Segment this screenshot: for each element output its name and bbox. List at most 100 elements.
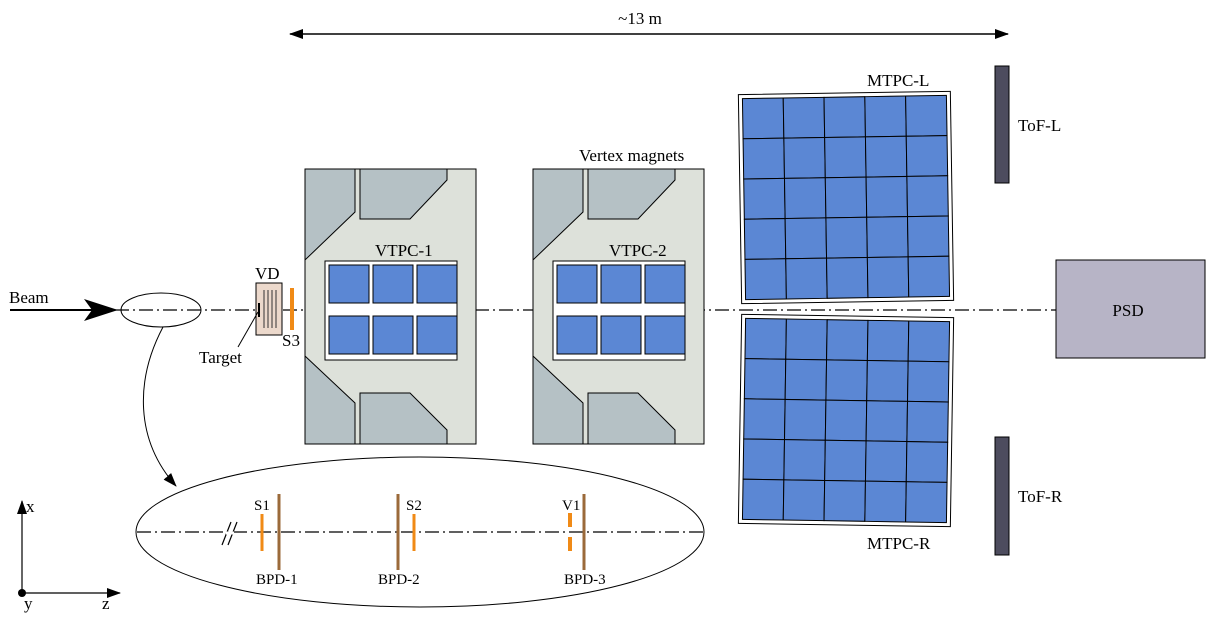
mtpc-r-cell bbox=[783, 398, 827, 441]
mtpc-l-cell bbox=[744, 258, 787, 301]
mtpc-l-cell bbox=[824, 176, 868, 219]
mtpc-l-cell bbox=[905, 94, 948, 137]
mtpc-r-cell bbox=[826, 319, 869, 362]
tof-r-label: ToF-R bbox=[1018, 487, 1063, 506]
tof-l-wall bbox=[994, 65, 1010, 184]
mtpc-r-cell bbox=[906, 400, 949, 443]
vtpc2-label: VTPC-2 bbox=[609, 241, 667, 260]
vtpc2-cell bbox=[600, 264, 642, 304]
vd-label: VD bbox=[255, 264, 280, 283]
vtpc1-cell bbox=[372, 264, 414, 304]
mtpc-l-cell bbox=[785, 257, 828, 300]
mtpc-l-cell bbox=[906, 215, 950, 258]
mtpc-l-label: MTPC-L bbox=[867, 71, 929, 90]
mtpc-r-cell bbox=[785, 318, 828, 361]
s2-label: S2 bbox=[406, 498, 422, 514]
bpd2-label: BPD-2 bbox=[378, 572, 420, 588]
mtpc-l bbox=[737, 90, 955, 305]
target: Target bbox=[199, 311, 259, 367]
vtpc1-cell bbox=[416, 315, 458, 355]
mtpc-r-cell bbox=[741, 478, 785, 521]
mtpc-r-cell bbox=[743, 398, 786, 441]
mtpc-l-cell bbox=[823, 96, 866, 139]
vtpc1-cell bbox=[372, 315, 414, 355]
vertex-magnets-label: Vertex magnets bbox=[579, 146, 684, 165]
mtpc-l-cell bbox=[743, 177, 786, 220]
mtpc-l-cell bbox=[742, 137, 785, 180]
vertex-detector: VD bbox=[255, 264, 283, 336]
mtpc-l-cell bbox=[824, 136, 867, 179]
s3-counter: S3 bbox=[282, 288, 300, 350]
mtpc-l-cell bbox=[783, 177, 827, 220]
vertex-magnet-2: VTPC-2 bbox=[532, 168, 705, 445]
mtpc-l-cell bbox=[905, 135, 949, 177]
vtpc1-cell bbox=[328, 315, 370, 355]
bpd1-label: BPD-1 bbox=[256, 572, 298, 588]
s1-label: S1 bbox=[254, 498, 270, 514]
v1-label: V1 bbox=[562, 498, 580, 514]
mtpc-l-cell bbox=[783, 137, 826, 179]
mtpc-r-cell bbox=[823, 479, 866, 522]
length-label: ~13 m bbox=[618, 9, 662, 28]
tof-l-label: ToF-L bbox=[1018, 116, 1061, 135]
mtpc-l-cell bbox=[782, 96, 826, 139]
vtpc1-cell bbox=[328, 264, 370, 304]
mtpc-r bbox=[737, 313, 955, 528]
mtpc-r-cell bbox=[866, 319, 910, 362]
beam-label: Beam bbox=[9, 288, 49, 307]
mtpc-l-cell bbox=[907, 255, 951, 298]
mtpc-r-cell bbox=[743, 358, 787, 400]
s3-label: S3 bbox=[282, 331, 300, 350]
mtpc-r-label: MTPC-R bbox=[867, 534, 931, 553]
vtpc2-cell bbox=[644, 315, 686, 355]
vtpc2-cell bbox=[644, 264, 686, 304]
vtpc2-cell bbox=[600, 315, 642, 355]
mtpc-l-cell bbox=[864, 135, 908, 178]
coordinate-axes: x y z bbox=[17, 497, 121, 613]
mtpc-l-cell bbox=[784, 217, 828, 260]
mtpc-r-cell bbox=[866, 360, 909, 402]
mtpc-r-cell bbox=[907, 360, 950, 403]
length-dimension: ~13 m bbox=[289, 9, 1009, 39]
vtpc1-label: VTPC-1 bbox=[375, 241, 433, 260]
mtpc-r-cell bbox=[744, 317, 787, 360]
mtpc-r-cell bbox=[824, 439, 867, 482]
mtpc-l-cell bbox=[741, 97, 785, 140]
axis-z-label: z bbox=[102, 594, 110, 613]
mtpc-r-cell bbox=[782, 479, 826, 522]
bpd3-label: BPD-3 bbox=[564, 572, 606, 588]
vtpc1-cell bbox=[416, 264, 458, 304]
mtpc-r-cell bbox=[864, 440, 908, 483]
axis-x-label: x bbox=[26, 497, 35, 516]
psd-box bbox=[1055, 259, 1206, 359]
mtpc-r-cell bbox=[905, 441, 949, 483]
mtpc-l-cell bbox=[866, 256, 910, 299]
mtpc-r-cell bbox=[784, 358, 828, 401]
mtpc-r-cell bbox=[865, 400, 909, 443]
mtpc-l-cell bbox=[743, 218, 787, 260]
mtpc-l-cell bbox=[864, 95, 907, 138]
mtpc-r-cell bbox=[907, 320, 951, 363]
mtpc-r-cell bbox=[825, 359, 868, 402]
psd-label: PSD bbox=[1112, 301, 1143, 320]
axis-y-label: y bbox=[24, 594, 33, 613]
target-label: Target bbox=[199, 348, 242, 367]
mtpc-l-cell bbox=[826, 256, 869, 299]
mtpc-r-cell bbox=[742, 438, 786, 481]
mtpc-l-cell bbox=[825, 216, 868, 259]
mtpc-r-cell bbox=[864, 480, 907, 523]
vtpc2-cell bbox=[556, 315, 598, 355]
mtpc-r-cell bbox=[905, 481, 948, 524]
mtpc-r-cell bbox=[824, 399, 868, 442]
mtpc-r-cell bbox=[783, 439, 826, 481]
tof-r-wall bbox=[994, 436, 1010, 556]
vtpc2-cell bbox=[556, 264, 598, 304]
beam-arrow: Beam bbox=[9, 288, 118, 321]
zoom-ellipse bbox=[120, 292, 202, 328]
vertex-magnet-1: VTPC-1 bbox=[304, 168, 477, 445]
beamline-inset: S1 BPD-1 S2 BPD-2 V1 BPD-3 bbox=[135, 456, 705, 608]
mtpc-l-cell bbox=[866, 216, 909, 258]
zoom-connector-arrow bbox=[142, 326, 177, 487]
mtpc-l-cell bbox=[906, 175, 949, 218]
